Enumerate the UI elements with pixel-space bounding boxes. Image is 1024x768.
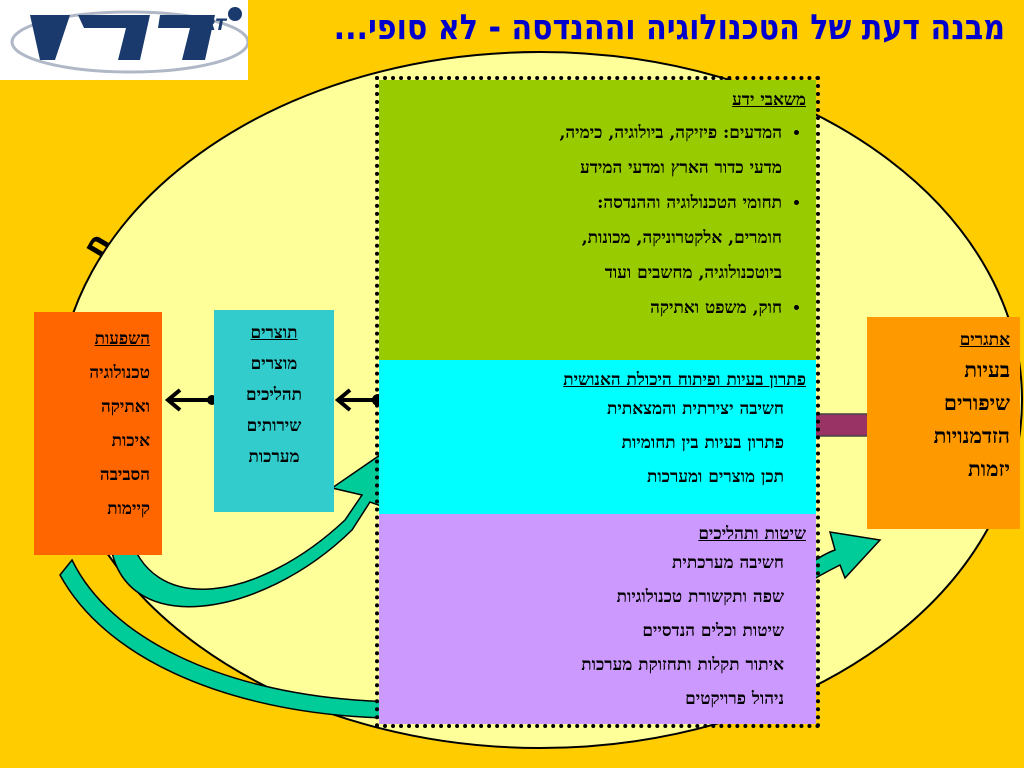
problem-solving-item: פתרון בעיות בין תחומיות [621, 433, 784, 453]
products-box: תוצרים מוצרים תהליכים שירותים מערכות [214, 310, 334, 512]
challenges-box: אתגרים בעיות שיפורים הזדמנויות יזמות [867, 317, 1020, 529]
impacts-item: קיימות [107, 499, 150, 519]
knowledge-item: המדעים: פיזיקה, ביולוגיה, כימיה,מדעי כדו… [389, 116, 782, 186]
challenges-item: הזדמנויות [933, 423, 1010, 448]
impacts-item: הסביבה [99, 465, 150, 485]
products-item: מוצרים [250, 354, 298, 374]
problem-solving-header: פתרון בעיות ופיתוח היכולת האנושית [563, 370, 806, 390]
problem-solving-panel: פתרון בעיות ופיתוח היכולת האנושית חשיבה … [379, 360, 816, 514]
methods-item: שפה ותקשורת טכנולוגיות [616, 587, 784, 607]
center-stack: משאבי ידע המדעים: פיזיקה, ביולוגיה, כימי… [375, 76, 820, 728]
impacts-item: ואתיקה [101, 397, 150, 417]
methods-item: חשיבה מערכתית [672, 553, 784, 573]
products-item: שירותים [246, 416, 302, 436]
methods-item: שיטות וכלים הנדסיים [642, 621, 784, 641]
impacts-header: השפעות [94, 329, 150, 349]
methods-panel: שיטות ותהליכים חשיבה מערכתית שפה ותקשורת… [379, 514, 816, 724]
knowledge-item: תחומי הטכנולוגיה וההנדסה:חומרים, אלקטרונ… [389, 186, 782, 291]
problem-solving-item: תכן מוצרים ומערכות [646, 467, 784, 487]
challenges-item: יזמות [968, 456, 1010, 481]
products-item: מערכות [248, 447, 300, 467]
curved-arrow-to-challenges [59, 531, 882, 719]
methods-item: איתור תקלות ותחזוקת מערכות [581, 655, 784, 675]
knowledge-list: המדעים: פיזיקה, ביולוגיה, כימיה,מדעי כדו… [389, 116, 806, 326]
knowledge-item: חוק, משפט ואתיקה [389, 291, 782, 326]
impacts-item: טכנולוגיה [89, 363, 150, 383]
impacts-box: השפעות טכנולוגיה ואתיקה איכות הסביבה קיי… [34, 312, 162, 555]
challenges-header: אתגרים [959, 330, 1010, 350]
svg-text:ORT: ORT [190, 15, 227, 34]
challenges-item: שיפורים [943, 390, 1010, 415]
challenges-item: בעיות [964, 357, 1010, 382]
problem-solving-item: חשיבה יצירתית והמצאתית [607, 399, 784, 419]
products-item: תהליכים [246, 385, 302, 405]
knowledge-resources-panel: משאבי ידע המדעים: פיזיקה, ביולוגיה, כימי… [379, 80, 816, 360]
methods-header: שיטות ותהליכים [698, 524, 806, 544]
ort-logo: ORT [0, 0, 250, 80]
knowledge-header: משאבי ידע [732, 90, 806, 110]
ort-logo-graphic: ORT [10, 7, 250, 74]
page-title: מבנה דעת של הטכנולוגיה וההנדסה - לא סופי… [333, 8, 1005, 48]
products-header: תוצרים [250, 323, 298, 343]
methods-item: ניהול פרויקטים [685, 689, 784, 709]
impacts-item: איכות [111, 431, 150, 451]
